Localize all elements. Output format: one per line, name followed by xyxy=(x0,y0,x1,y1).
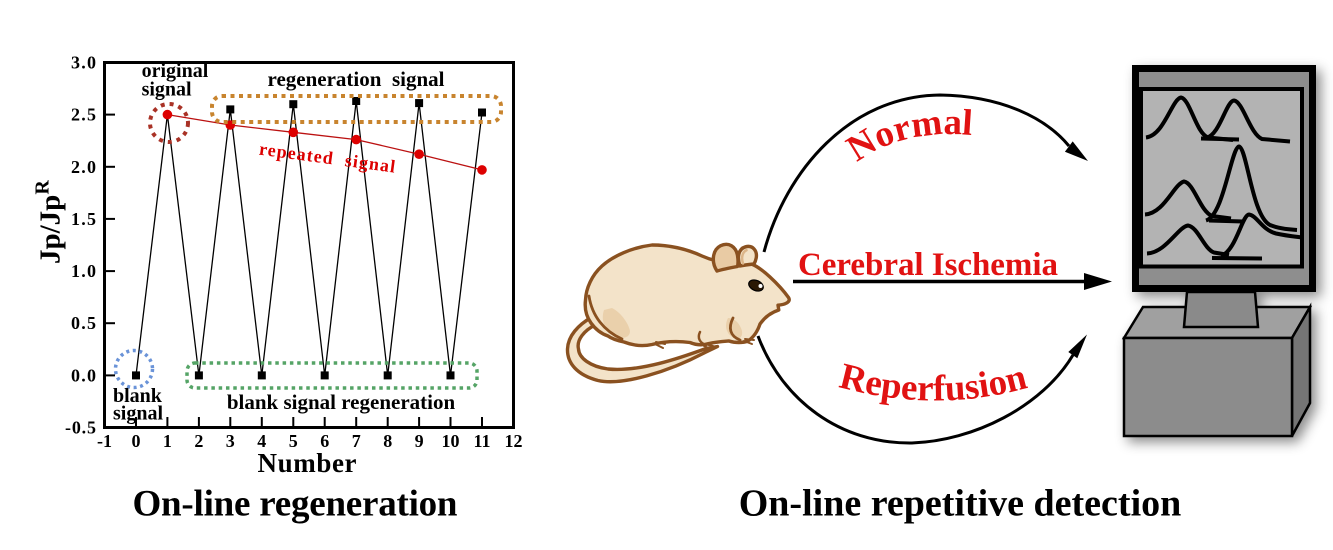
svg-text:1.5: 1.5 xyxy=(71,209,96,229)
svg-text:signal: signal xyxy=(113,403,163,425)
svg-text:On-line repetitive detection: On-line repetitive detection xyxy=(739,483,1182,525)
svg-text:0.5: 0.5 xyxy=(71,313,96,333)
svg-text:1: 1 xyxy=(163,431,172,451)
svg-text:Cerebral Ischemia: Cerebral Ischemia xyxy=(798,247,1058,283)
svg-text:9: 9 xyxy=(415,431,424,451)
svg-text:blank: blank xyxy=(113,385,163,407)
svg-text:3.0: 3.0 xyxy=(71,53,96,73)
svg-text:original: original xyxy=(142,60,209,82)
svg-text:11: 11 xyxy=(473,431,490,451)
svg-text:4: 4 xyxy=(257,431,266,451)
svg-text:1.0: 1.0 xyxy=(71,261,96,281)
svg-text:regeneration signal: regeneration signal xyxy=(268,67,445,91)
svg-text:Number: Number xyxy=(258,448,357,478)
svg-text:6: 6 xyxy=(320,431,329,451)
svg-text:5: 5 xyxy=(289,431,298,451)
svg-text:2.5: 2.5 xyxy=(71,105,96,125)
svg-text:2: 2 xyxy=(194,431,203,451)
svg-text:3: 3 xyxy=(226,431,235,451)
svg-text:8: 8 xyxy=(383,431,392,451)
svg-text:0: 0 xyxy=(132,431,141,451)
svg-text:7: 7 xyxy=(352,431,361,451)
svg-text:-0.5: -0.5 xyxy=(65,418,96,438)
svg-text:blank signal regeneration: blank signal regeneration xyxy=(227,390,456,414)
svg-text:signal: signal xyxy=(142,79,192,101)
svg-text:-1: -1 xyxy=(97,431,112,451)
svg-text:2.0: 2.0 xyxy=(71,157,96,177)
svg-text:On-line regeneration: On-line regeneration xyxy=(133,484,458,525)
svg-text:12: 12 xyxy=(505,431,523,451)
svg-text:0.0: 0.0 xyxy=(71,365,96,385)
svg-text:10: 10 xyxy=(442,431,460,451)
